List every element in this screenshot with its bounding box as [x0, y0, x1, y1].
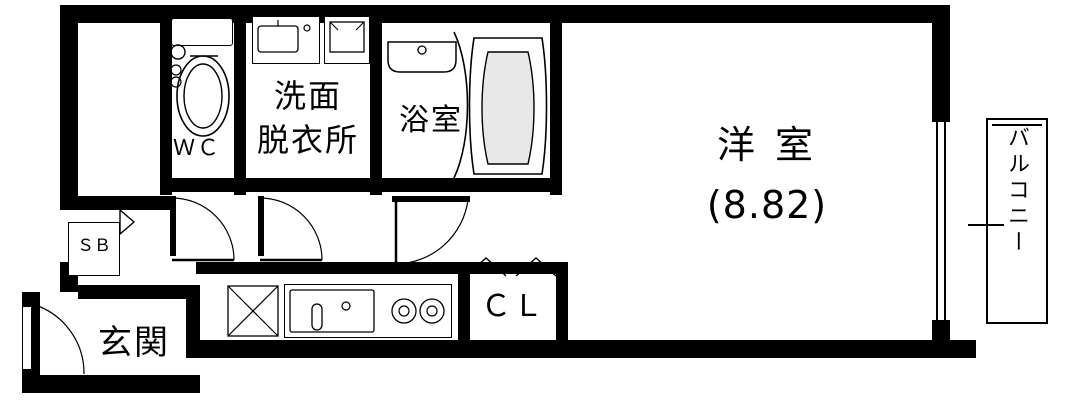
- closet-door-icon: [465, 257, 557, 277]
- balcony-door-marker: [968, 224, 1004, 226]
- wall-cl-left: [458, 262, 470, 348]
- toilet-tank: [171, 18, 233, 46]
- wall-wc-right: [234, 5, 246, 195]
- bathtub-icon: [387, 41, 457, 73]
- sink-basin-icon: [257, 20, 311, 53]
- wall-entrance-bottom: [22, 375, 200, 393]
- entrance-door-swing: [30, 303, 85, 375]
- room-label-washroom-line1: 洗面: [273, 77, 342, 115]
- wc-door-panel: [170, 196, 176, 256]
- balcony-window-line-a: [936, 120, 938, 322]
- toilet-bowl-icon: [170, 44, 230, 137]
- wc-door-swing: [171, 197, 235, 262]
- shoe-box-door-icon: [119, 208, 136, 236]
- wall-cl-right: [556, 262, 568, 348]
- washroom-door-panel: [258, 196, 264, 256]
- wall-kitchen-top: [196, 262, 458, 274]
- shower-pan-icon: [468, 37, 548, 175]
- balcony-window-line-b: [944, 120, 946, 322]
- room-label-closet: ＣＬ: [481, 289, 545, 324]
- kitchen-sink-icon: [289, 289, 375, 333]
- washer-icon: [329, 21, 365, 53]
- corridor-door-panel: [392, 196, 470, 202]
- room-label-washroom-line2: 脱衣所: [256, 121, 359, 159]
- wall-corridor-left: [78, 196, 174, 210]
- corridor-door-swing: [394, 199, 469, 265]
- appliance-space-icon: [227, 285, 279, 337]
- entrance-threshold: [22, 306, 32, 370]
- wall-wc-left: [160, 5, 172, 195]
- balcony-area: [986, 118, 1048, 324]
- wall-bottom: [186, 340, 976, 358]
- room-label-main-room-line1: 洋 室: [716, 123, 818, 167]
- room-label-main-room-line2: (8.82): [706, 183, 828, 227]
- room-label-wc: ＷＣ: [172, 136, 221, 161]
- wall-washroom-right: [370, 5, 382, 195]
- room-label-entrance: 玄関: [98, 323, 170, 363]
- vanity-counter: [252, 16, 320, 64]
- balcony-rail-line: [992, 124, 1042, 126]
- shoe-box: [68, 222, 120, 276]
- room-label-balcony: バルコニー: [1004, 126, 1029, 256]
- wall-cl-top: [458, 262, 568, 274]
- room-label-shoe-box: ＳＢ: [77, 236, 111, 256]
- wall-wet-area-bottom: [160, 178, 562, 192]
- wall-entrance-right: [186, 285, 200, 358]
- stove-icon: [391, 298, 445, 324]
- bath-partition: [453, 31, 469, 179]
- wall-bath-right: [550, 5, 562, 195]
- balcony-window-opening: [932, 120, 950, 322]
- wall-left-upper: [60, 5, 78, 210]
- room-label-bath: 浴室: [399, 103, 463, 138]
- wall-entrance-top: [78, 285, 200, 299]
- washroom-door-swing: [259, 197, 323, 262]
